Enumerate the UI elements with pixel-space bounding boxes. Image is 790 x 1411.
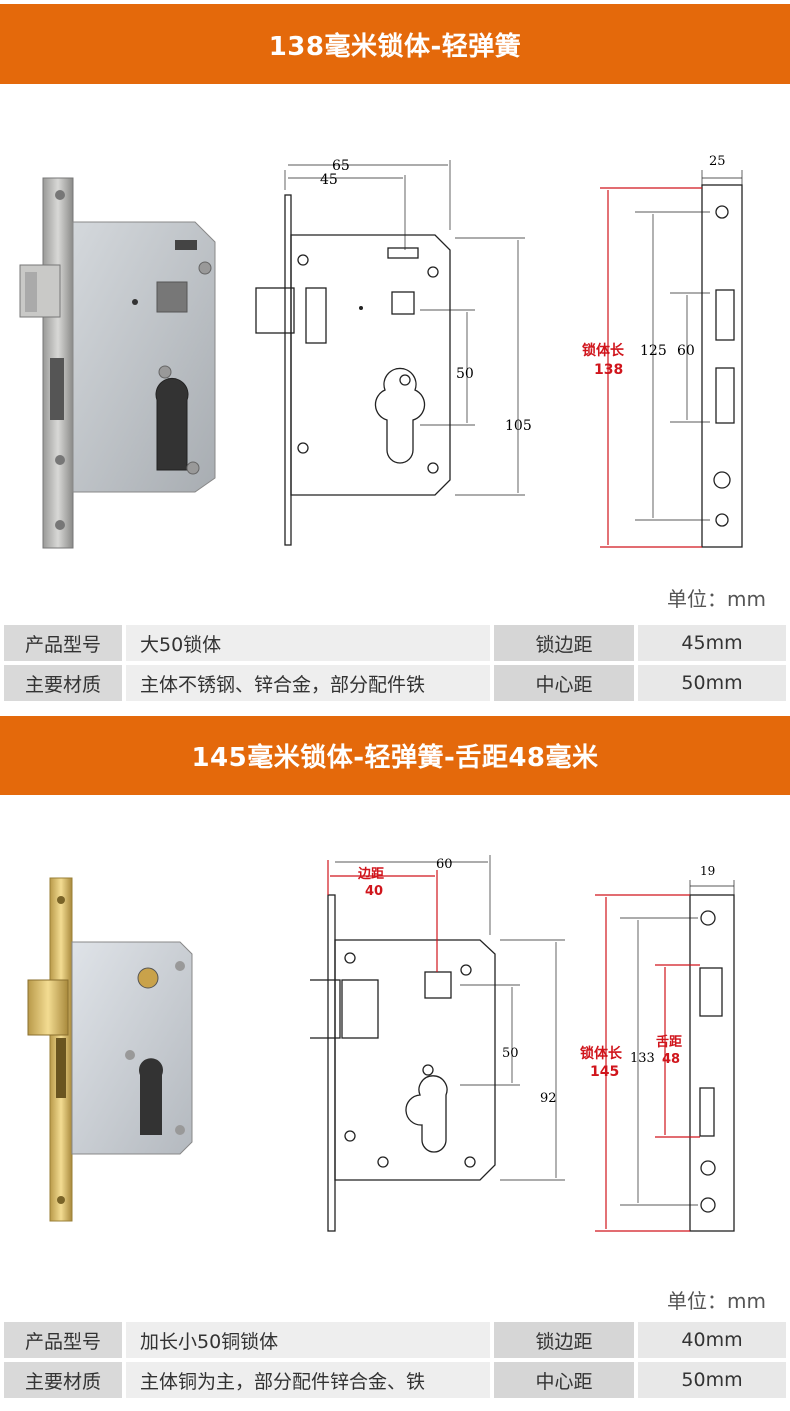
- spec-table-2: 产品型号 加长小50铜锁体 锁边距 40mm 主要材质 主体铜为主，部分配件锌合…: [0, 1318, 790, 1402]
- dim-50: 50: [502, 1046, 519, 1061]
- unit-label-1: 单位：mm: [667, 587, 766, 611]
- model-label: 产品型号: [4, 1322, 122, 1358]
- table-row: 主要材质 主体铜为主，部分配件锌合金、铁 中心距 50mm: [4, 1362, 786, 1398]
- center-label: 中心距: [494, 1362, 634, 1398]
- dim-65: 65: [332, 158, 350, 174]
- backset-value: 45mm: [638, 625, 786, 661]
- material-label: 主要材质: [4, 1362, 122, 1398]
- lock-side-drawing-2: 19 133 舌距 48 锁体长 145: [580, 864, 735, 1232]
- edge-value: 40: [365, 884, 383, 899]
- unit-label-2: 单位：mm: [667, 1289, 766, 1313]
- lock-length-label: 锁体长: [580, 1045, 623, 1062]
- backset-value: 40mm: [638, 1322, 786, 1358]
- lock-photo-2: [27, 877, 193, 1222]
- material-value: 主体不锈钢、锌合金，部分配件铁: [126, 665, 490, 701]
- model-value: 加长小50铜锁体: [126, 1322, 490, 1358]
- lock-photo-1: [19, 177, 216, 549]
- center-value: 50mm: [638, 665, 786, 701]
- lock-drawing-1: 65 45 50 105: [255, 158, 532, 546]
- backset-label: 锁边距: [494, 625, 634, 661]
- tongue-label: 舌距: [656, 1034, 682, 1050]
- lock-side-drawing-1: 25 125 60 锁体长 138: [582, 154, 743, 548]
- dim-50: 50: [456, 366, 474, 382]
- center-value: 50mm: [638, 1362, 786, 1398]
- lock-length-value: 138: [594, 362, 623, 378]
- section2-title: 145毫米锁体-轻弹簧-舌距48毫米: [0, 716, 790, 795]
- lock-length-value: 145: [590, 1064, 619, 1080]
- model-value: 大50锁体: [126, 625, 490, 661]
- model-label: 产品型号: [4, 625, 122, 661]
- edge-label: 边距: [357, 867, 384, 882]
- center-label: 中心距: [494, 665, 634, 701]
- dim-125: 125: [640, 343, 667, 359]
- table-row: 产品型号 加长小50铜锁体 锁边距 40mm: [4, 1322, 786, 1358]
- dim-105: 105: [505, 418, 532, 434]
- dim-60: 60: [677, 343, 695, 359]
- section1-title: 138毫米锁体-轻弹簧: [0, 4, 790, 84]
- dim-45: 45: [320, 172, 338, 188]
- lock-drawing-2: 60 边距 40 50 92: [310, 855, 565, 1232]
- lock-length-label: 锁体长: [582, 342, 625, 359]
- dim-19: 19: [700, 864, 715, 878]
- dim-25: 25: [709, 154, 726, 169]
- dim-133: 133: [630, 1051, 655, 1066]
- dim-92: 92: [540, 1091, 557, 1106]
- tongue-value: 48: [662, 1052, 680, 1067]
- material-value: 主体铜为主，部分配件锌合金、铁: [126, 1362, 490, 1398]
- backset-label: 锁边距: [494, 1322, 634, 1358]
- dim-60: 60: [436, 857, 453, 872]
- table-row: 主要材质 主体不锈钢、锌合金，部分配件铁 中心距 50mm: [4, 665, 786, 701]
- table-row: 产品型号 大50锁体 锁边距 45mm: [4, 625, 786, 661]
- material-label: 主要材质: [4, 665, 122, 701]
- spec-table-1: 产品型号 大50锁体 锁边距 45mm 主要材质 主体不锈钢、锌合金，部分配件铁…: [0, 621, 790, 705]
